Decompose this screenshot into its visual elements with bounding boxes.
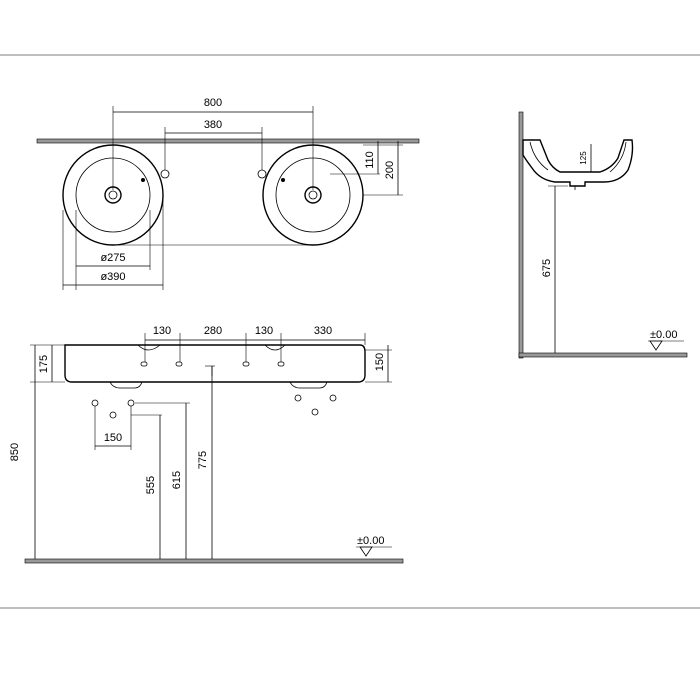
dim-150-spacing: 150 xyxy=(104,432,122,444)
waste-point-2 xyxy=(127,399,135,407)
dim-125: 125 xyxy=(579,151,588,165)
dim-380: 380 xyxy=(204,119,222,131)
dim-diameter-275: ø275 xyxy=(100,252,125,264)
waste-point-5 xyxy=(329,394,337,402)
left-basin-drain-inner xyxy=(108,190,118,200)
side-floor-label: ±0.00 xyxy=(650,329,677,341)
dim-615: 615 xyxy=(171,471,183,489)
waste-point-4 xyxy=(294,394,302,402)
side-view-wall xyxy=(518,111,524,359)
left-tap-hole xyxy=(160,169,170,179)
right-tap-hole xyxy=(257,169,267,179)
side-basin-profile xyxy=(522,139,634,187)
dim-200: 200 xyxy=(384,161,396,179)
right-basin-drain-inner xyxy=(308,190,318,200)
dim-150-right: 150 xyxy=(374,353,386,371)
waste-point-3 xyxy=(109,411,117,419)
side-view-floor xyxy=(518,352,688,358)
top-view-wall xyxy=(36,138,420,144)
dim-110: 110 xyxy=(364,151,376,169)
front-floor-marker-icon xyxy=(359,546,373,557)
front-view-floor xyxy=(24,558,404,564)
dim-175: 175 xyxy=(38,355,50,373)
dim-850: 850 xyxy=(9,443,21,461)
dim-555: 555 xyxy=(145,476,157,494)
dim-130-left: 130 xyxy=(153,325,171,337)
dim-diameter-390: ø390 xyxy=(100,271,125,283)
right-overflow xyxy=(281,178,285,182)
dim-280: 280 xyxy=(204,325,222,337)
top-view: 800 380 110 200 ø275 ø390 xyxy=(36,97,420,290)
side-floor-marker-icon xyxy=(649,340,663,351)
dim-675: 675 xyxy=(541,259,553,277)
dim-775: 775 xyxy=(197,451,209,469)
front-floor-label: ±0.00 xyxy=(357,535,384,547)
left-overflow xyxy=(141,178,145,182)
front-view: 130 280 130 330 175 150 850 150 555 615 … xyxy=(9,325,404,564)
front-basin-body xyxy=(64,344,366,383)
waste-point-1 xyxy=(91,399,99,407)
dim-130-right: 130 xyxy=(255,325,273,337)
waste-point-6 xyxy=(311,408,319,416)
side-view: 125 675 ±0.00 xyxy=(518,111,688,359)
dim-330: 330 xyxy=(314,325,332,337)
dim-800: 800 xyxy=(204,97,222,109)
